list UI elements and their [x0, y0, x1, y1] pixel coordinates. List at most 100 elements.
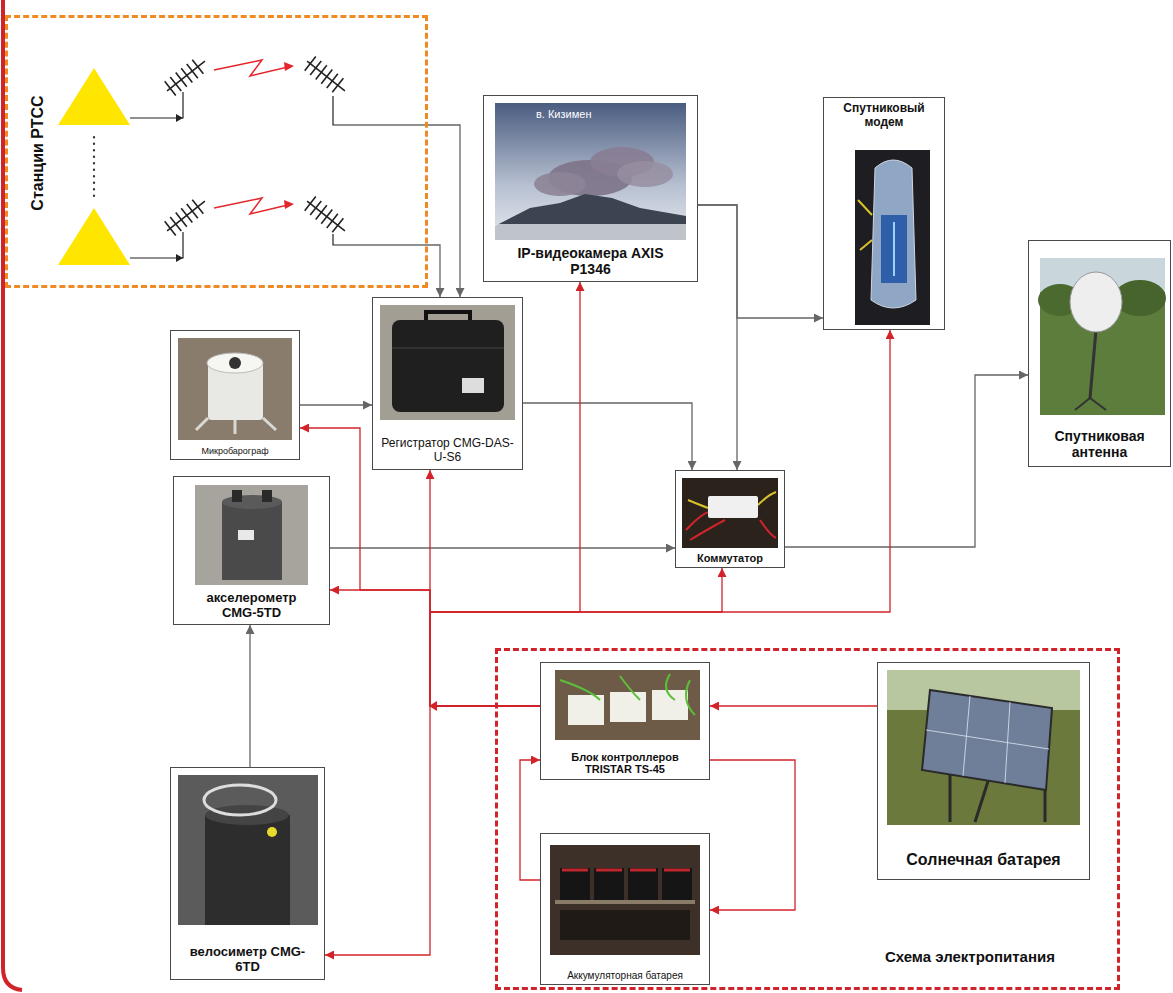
microbarograph-photo — [196, 418, 276, 434]
data-line — [698, 205, 823, 318]
camera-box: в. КизименIP-видеокамера AXIS P1346 — [483, 95, 698, 282]
station-symbols — [302, 54, 351, 98]
camera-photo — [495, 194, 686, 240]
power-line — [710, 705, 877, 706]
power-line — [520, 760, 540, 880]
modem-photo — [855, 150, 930, 325]
battery-photo — [628, 868, 658, 900]
station-symbols — [214, 198, 292, 214]
accelerometer-photo — [238, 530, 254, 540]
data-line — [698, 205, 737, 470]
modem-box: Спутниковый модем — [823, 97, 945, 330]
station-symbols — [176, 114, 183, 122]
modem-photo — [893, 222, 895, 276]
modem-photo — [881, 215, 907, 283]
station-symbols — [162, 54, 211, 98]
velocimeter-box: велосиметр CMG-6TD — [170, 767, 325, 980]
antenna-photo — [1090, 330, 1096, 398]
antenna-photo — [1038, 258, 1166, 415]
data-line — [523, 403, 692, 470]
antenna-box: Спутниковая антенна — [1028, 240, 1171, 467]
battery-photo — [560, 910, 690, 940]
battery-photo — [662, 868, 692, 900]
photo-caption: в. Кизимен — [536, 108, 591, 121]
accelerometer-photo — [262, 490, 272, 502]
device-label: акселерометр CMG-5TD — [192, 591, 312, 621]
device-label: Регистратор CMG-DAS-U-S6 — [377, 437, 518, 465]
switch-photo — [682, 478, 778, 548]
velocimeter-photo — [267, 827, 277, 837]
recorder-photo — [392, 347, 504, 349]
station-symbols — [302, 194, 351, 238]
antenna-photo — [1040, 258, 1165, 415]
station-symbols — [284, 62, 294, 71]
data-line — [428, 125, 460, 297]
accelerometer-photo — [195, 485, 308, 585]
battery-photo — [560, 868, 590, 900]
device-label: Солнечная батарея — [882, 851, 1085, 869]
controller-photo — [555, 670, 700, 740]
solar-panel-photo — [926, 696, 1049, 783]
device-label: IP-видеокамера AXIS P1346 — [511, 245, 671, 277]
accelerometer-box: акселерометр CMG-5TD — [173, 476, 330, 625]
station-symbols — [333, 96, 428, 245]
modem-photo — [871, 160, 916, 308]
device-label: Микробарограф — [175, 446, 295, 456]
power-line — [325, 706, 540, 955]
camera-photo — [495, 103, 686, 240]
camera-photo — [495, 224, 686, 240]
microbarograph-box: Микробарограф — [170, 330, 300, 460]
antenna-photo — [1075, 398, 1090, 410]
controller-photo — [610, 692, 646, 722]
device-label: Спутниковый модем — [828, 102, 940, 130]
velocimeter-photo — [204, 785, 276, 815]
power-line — [430, 282, 580, 706]
power-line — [430, 470, 540, 706]
accelerometer-photo — [232, 490, 242, 502]
station-symbols — [58, 208, 130, 265]
station-symbols — [130, 92, 183, 258]
group-title: Станции РТСС — [29, 95, 47, 210]
device-label: велосиметр CMG-6TD — [188, 945, 308, 975]
battery-photo — [594, 868, 624, 900]
switch-photo — [708, 496, 758, 518]
microbarograph-photo — [178, 338, 292, 440]
microbarograph-photo — [178, 338, 292, 440]
switch-box: Коммутатор — [675, 470, 785, 568]
microbarograph-photo — [229, 357, 241, 369]
station-symbols — [58, 68, 130, 125]
station-symbols — [58, 54, 428, 265]
solar-panel-photo — [922, 690, 1052, 790]
station-symbols — [162, 194, 211, 238]
battery-photo — [550, 845, 700, 955]
station-group: Станции РТСС — [5, 15, 428, 288]
data-line — [785, 375, 1028, 547]
accelerometer-photo — [222, 502, 282, 580]
switch-photo — [682, 478, 778, 548]
device-label: Блок контроллеров TRISTAR TS-45 — [555, 751, 695, 776]
velocimeter-photo — [178, 775, 318, 925]
microbarograph-photo — [207, 353, 263, 373]
data-line — [300, 404, 372, 405]
modem-photo — [855, 150, 930, 325]
recorder-photo — [462, 378, 484, 393]
battery-box: Аккумуляторная батарея — [540, 833, 710, 985]
camera-photo — [617, 161, 673, 187]
recorder-photo — [380, 305, 515, 420]
device-label: Спутниковая антенна — [1033, 428, 1166, 460]
group-title: Схема электропитания — [885, 948, 1055, 965]
solar-panel-photo — [887, 670, 1080, 825]
recorder-photo — [380, 305, 515, 420]
recorder-box: Регистратор CMG-DAS-U-S6 — [372, 297, 523, 470]
accelerometer-photo — [195, 485, 308, 585]
recorder-photo — [392, 320, 504, 412]
antenna-photo — [1090, 398, 1106, 410]
camera-photo — [495, 103, 686, 240]
velocimeter-photo — [205, 815, 290, 925]
data-line — [428, 245, 440, 297]
battery-photo — [562, 869, 690, 872]
data-line — [330, 547, 675, 548]
station-symbols — [176, 254, 183, 262]
